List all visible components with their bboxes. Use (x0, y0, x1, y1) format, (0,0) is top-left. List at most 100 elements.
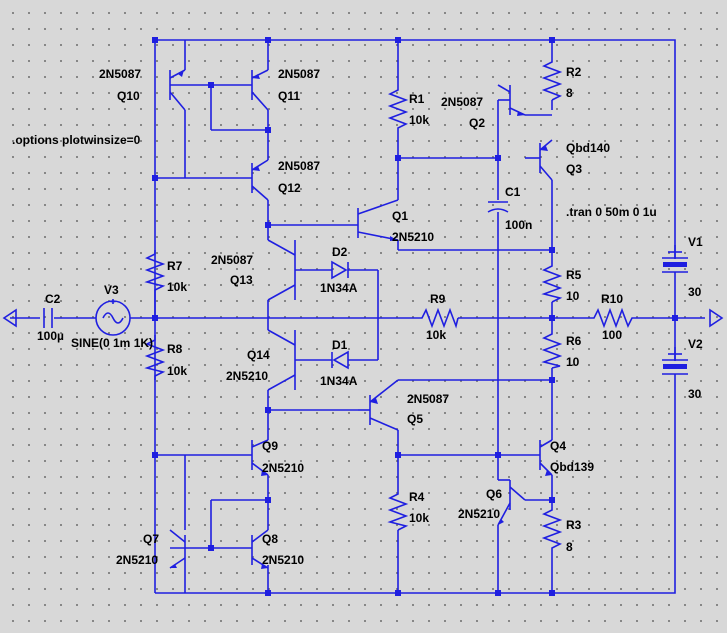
q13-model: 2N5087 (211, 253, 254, 267)
v2-ref: V2 (688, 337, 703, 351)
bottom-rail (155, 380, 676, 594)
resistor-r6 (541, 330, 563, 369)
q2-ref: Q2 (469, 116, 486, 130)
r9-ref: R9 (430, 292, 446, 306)
c2-ref: C2 (45, 292, 61, 306)
transistor-q2 (497, 84, 526, 116)
capacitor-c2 (43, 308, 53, 328)
v1-ref: V1 (688, 235, 703, 249)
q6-ref: Q6 (486, 487, 503, 501)
q9-ref: Q9 (262, 439, 279, 453)
q1-ref: Q1 (392, 209, 409, 223)
q10-model: 2N5087 (99, 67, 142, 81)
q3-ref: Q3 (566, 162, 583, 176)
resistor-r1 (387, 85, 409, 130)
transistor-q8 (251, 529, 269, 569)
v3-ref: V3 (104, 283, 119, 297)
q14-model: 2N5210 (226, 369, 269, 383)
v2-value: 30 (688, 387, 702, 401)
q1-model: 2N5210 (392, 230, 435, 244)
transistor-q11 (251, 69, 269, 111)
resistor-r5 (541, 262, 563, 303)
diode-d2 (331, 260, 349, 280)
resistor-r8 (144, 335, 166, 380)
q14-ref: Q14 (247, 348, 270, 362)
q2-model: 2N5087 (441, 95, 484, 109)
d1-model: 1N34A (320, 374, 358, 388)
q11-ref: Q11 (278, 89, 301, 103)
q4-model: Qbd139 (550, 460, 595, 474)
r4-value: 10k (409, 511, 430, 525)
q13-ref: Q13 (230, 273, 253, 287)
junctions (152, 37, 678, 596)
top-rail (155, 39, 676, 250)
resistor-r3 (541, 505, 563, 550)
wires (10, 39, 705, 594)
transistor-q9 (251, 439, 269, 476)
r10-ref: R10 (601, 292, 624, 306)
transistor-q4 (539, 439, 553, 476)
resistor-r2 (541, 58, 563, 101)
directive-tran: .tran 0 50m 0 1u (566, 205, 657, 219)
r3-ref: R3 (566, 518, 582, 532)
r4-ref: R4 (409, 490, 425, 504)
c1-value: 100n (505, 218, 533, 232)
diode-d1 (331, 350, 349, 370)
input-port (2, 308, 17, 328)
transistor-q7 (169, 529, 186, 569)
d1-ref: D1 (332, 338, 348, 352)
transistor-q10 (169, 69, 186, 111)
r10-value: 100 (602, 328, 623, 342)
r9-value: 10k (426, 328, 447, 342)
r7-ref: R7 (167, 259, 183, 273)
c2-value: 100µ (37, 329, 64, 343)
q12-ref: Q12 (278, 181, 301, 195)
q8-ref: Q8 (262, 532, 279, 546)
transistor-q6 (497, 480, 526, 526)
directive-options: .options plotwinsize=0 (12, 133, 141, 147)
resistor-r10 (588, 307, 636, 329)
capacitor-c1 (487, 201, 509, 213)
q8-model: 2N5210 (262, 553, 305, 567)
d2-model: 1N34A (320, 281, 358, 295)
q5-model: 2N5087 (407, 392, 450, 406)
r8-value: 10k (167, 364, 188, 378)
d2-ref: D2 (332, 245, 348, 259)
r8-ref: R8 (167, 342, 183, 356)
r2-value: 8 (566, 86, 573, 100)
q6-model: 2N5210 (458, 507, 501, 521)
q12-model: 2N5087 (278, 159, 321, 173)
transistor-q1 (357, 199, 399, 241)
signal-source-v3 (95, 299, 131, 336)
q3-model: Qbd140 (566, 141, 611, 155)
transistor-q3 (539, 139, 553, 181)
q5-ref: Q5 (407, 412, 424, 426)
resistor-r7 (144, 250, 166, 318)
voltage-source-v1 (662, 245, 688, 318)
r6-ref: R6 (566, 334, 582, 348)
transistor-q5 (358, 379, 399, 431)
q10-ref: Q10 (117, 89, 140, 103)
resistor-r9 (418, 307, 459, 329)
v1-value: 30 (688, 285, 702, 299)
transistor-q12 (251, 159, 269, 201)
r1-value: 10k (409, 113, 430, 127)
q11-model: 2N5087 (278, 67, 321, 81)
r1-ref: R1 (409, 92, 425, 106)
c1-ref: C1 (505, 185, 521, 199)
v3-value: SINE(0 1m 1K) (71, 336, 154, 350)
r7-value: 10k (167, 280, 188, 294)
q7-ref: Q7 (143, 532, 160, 546)
q7-model: 2N5210 (116, 553, 159, 567)
q9-model: 2N5210 (262, 461, 305, 475)
output-port (709, 308, 724, 328)
r3-value: 8 (566, 540, 573, 554)
r5-value: 10 (566, 289, 580, 303)
r5-ref: R5 (566, 268, 582, 282)
q4-ref: Q4 (550, 439, 567, 453)
r6-value: 10 (566, 355, 580, 369)
voltage-source-v2 (662, 318, 688, 380)
resistor-r4 (387, 490, 409, 531)
r2-ref: R2 (566, 65, 582, 79)
